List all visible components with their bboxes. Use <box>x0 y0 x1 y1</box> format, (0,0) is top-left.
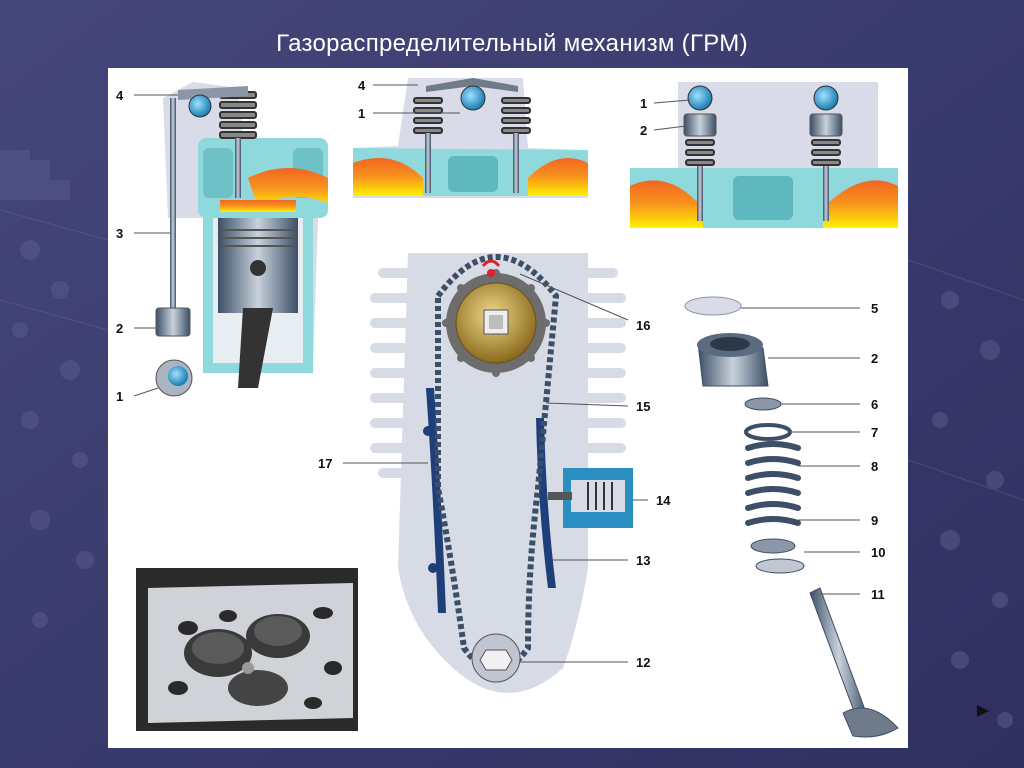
valve-label-8: 8 <box>871 459 878 474</box>
ohv-head-figure: 4 1 <box>353 78 588 198</box>
pushrod-label-3: 3 <box>116 226 123 241</box>
valve-label-11: 11 <box>871 587 885 602</box>
chain-label-12: 12 <box>636 655 650 670</box>
valve-label-6: 6 <box>871 397 878 412</box>
ohc-head-figure: 1 2 <box>630 82 898 228</box>
valve-label-2: 2 <box>871 351 878 366</box>
pushrod-label-1: 1 <box>116 389 123 404</box>
diagram-panel: 4 3 2 1 4 1 <box>108 68 908 748</box>
ohc-label-1: 1 <box>640 96 647 111</box>
valve-label-9: 9 <box>871 513 878 528</box>
chain-label-13: 13 <box>636 553 650 568</box>
grm-diagram: 4 3 2 1 4 1 <box>116 78 899 738</box>
triangle-right-icon[interactable] <box>976 704 990 718</box>
chain-label-14: 14 <box>656 493 671 508</box>
valve-label-5: 5 <box>871 301 878 316</box>
chain-label-17: 17 <box>318 456 332 471</box>
pushrod-label-4: 4 <box>116 88 124 103</box>
ohv-label-4: 4 <box>358 78 366 93</box>
valve-assembly-figure: 5 2 6 7 8 9 10 11 <box>684 296 899 738</box>
chain-label-15: 15 <box>636 399 650 414</box>
ohc-label-2: 2 <box>640 123 647 138</box>
timing-chain-figure: 16 15 17 14 13 12 <box>318 253 671 693</box>
cylinder-head-photo <box>136 568 358 731</box>
chain-label-16: 16 <box>636 318 650 333</box>
pushrod-engine-figure: 4 3 2 1 <box>116 82 328 404</box>
valve-label-7: 7 <box>871 425 878 440</box>
slide-title: Газораспределительный механизм (ГРМ) <box>276 30 748 57</box>
valve-label-10: 10 <box>871 545 885 560</box>
ohv-label-1: 1 <box>358 106 365 121</box>
pushrod-label-2: 2 <box>116 321 123 336</box>
